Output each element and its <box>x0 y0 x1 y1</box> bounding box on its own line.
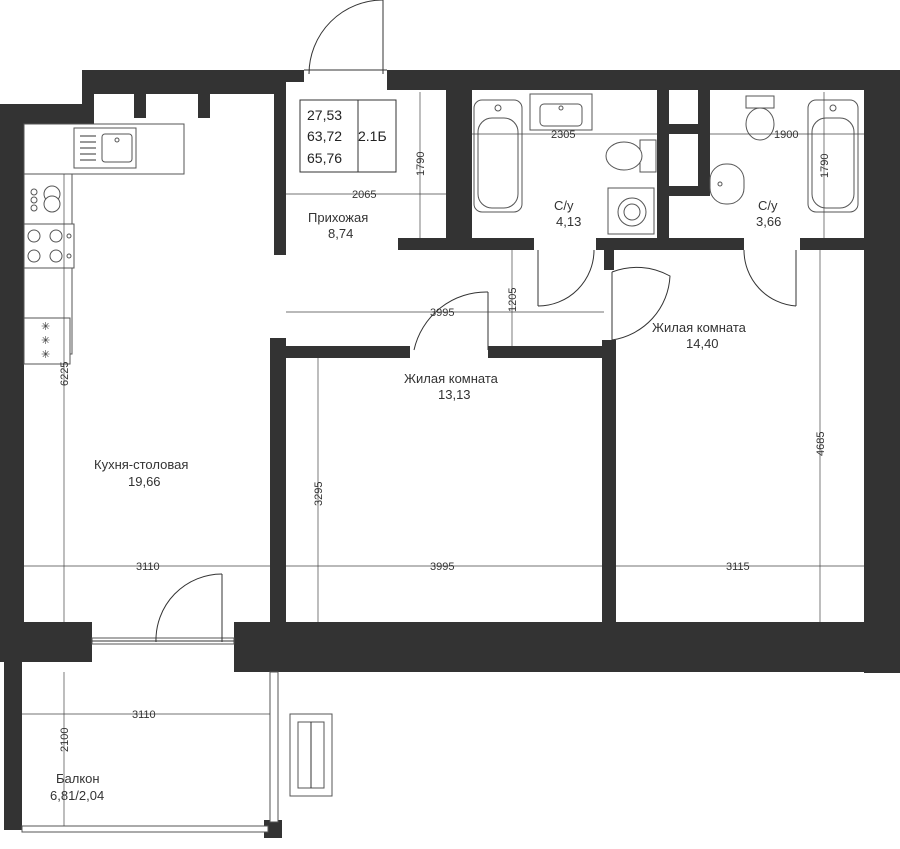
wall-kitchen-bedroom <box>270 338 286 628</box>
room-bedroom-middle-area: 13,13 <box>438 387 471 402</box>
balcony-side-rail <box>269 671 279 823</box>
dim-corridor-height: 1205 <box>507 288 519 312</box>
area-total: 63,72 <box>307 128 342 144</box>
dim-bath1-width: 2305 <box>551 129 575 141</box>
room-hallway-area: 8,74 <box>328 226 353 241</box>
dim-kitchen-width: 3110 <box>136 561 160 573</box>
area-living: 27,53 <box>307 107 342 123</box>
dim-bedroom-right-height: 4685 <box>815 432 827 456</box>
dim-bath2-width: 1900 <box>774 129 798 141</box>
fixtures: ✳ ✳ ✳ <box>23 93 859 797</box>
room-bedroom-right-area: 14,40 <box>686 336 719 351</box>
room-labels: Прихожая 8,74 С/у 4,13 С/у 3,66 Жилая ко… <box>50 198 781 803</box>
area-total-balcony: 65,76 <box>307 150 342 166</box>
area-info-block: 27,53 63,72 65,76 2.1Б <box>299 99 397 173</box>
doors <box>155 0 797 643</box>
hob <box>23 317 71 365</box>
dim-balcony-height: 2100 <box>59 728 71 752</box>
room-hallway-name: Прихожая <box>308 210 368 225</box>
room-balcony-name: Балкон <box>56 771 100 786</box>
dim-bedroom-middle-height: 3295 <box>313 482 325 506</box>
dim-bath2-height: 1790 <box>819 154 831 178</box>
wall-top-right <box>387 70 900 90</box>
dim-hall-height: 1790 <box>415 152 427 176</box>
dim-bedroom-right-width: 3115 <box>726 561 750 573</box>
svg-text:✳: ✳ <box>41 335 50 347</box>
wall-bottom <box>234 622 900 672</box>
wall-between-bedrooms <box>602 340 616 628</box>
walls <box>0 70 900 838</box>
dim-corridor-width: 3995 <box>430 307 454 319</box>
dim-balcony-width: 3110 <box>132 709 156 721</box>
toilet-2 <box>745 95 775 109</box>
windows <box>21 69 387 833</box>
wall-hall-left <box>274 82 286 255</box>
dim-bedroom-middle-width: 3995 <box>430 561 454 573</box>
room-bath2-area: 3,66 <box>756 214 781 229</box>
wall-left <box>0 104 24 624</box>
room-kitchen-area: 19,66 <box>128 474 161 489</box>
room-bath1-area: 4,13 <box>556 214 581 229</box>
wall-top-left <box>82 70 304 82</box>
dim-hall-width: 2065 <box>352 189 376 201</box>
room-bath2-name: С/у <box>758 198 778 213</box>
room-kitchen-name: Кухня-столовая <box>94 457 188 472</box>
room-balcony-area: 6,81/2,04 <box>50 788 104 803</box>
plan-code: 2.1Б <box>358 128 387 144</box>
dim-kitchen-height: 6225 <box>59 362 71 386</box>
svg-text:✳: ✳ <box>41 321 50 333</box>
svg-text:✳: ✳ <box>41 349 50 361</box>
sink-2 <box>709 163 745 205</box>
dimension-lines <box>22 92 864 826</box>
room-bath1-name: С/у <box>554 198 574 213</box>
room-bedroom-right-name: Жилая комната <box>652 320 747 335</box>
room-bedroom-middle-name: Жилая комната <box>404 371 499 386</box>
wall-right <box>864 70 900 673</box>
balcony-rail <box>21 825 269 833</box>
